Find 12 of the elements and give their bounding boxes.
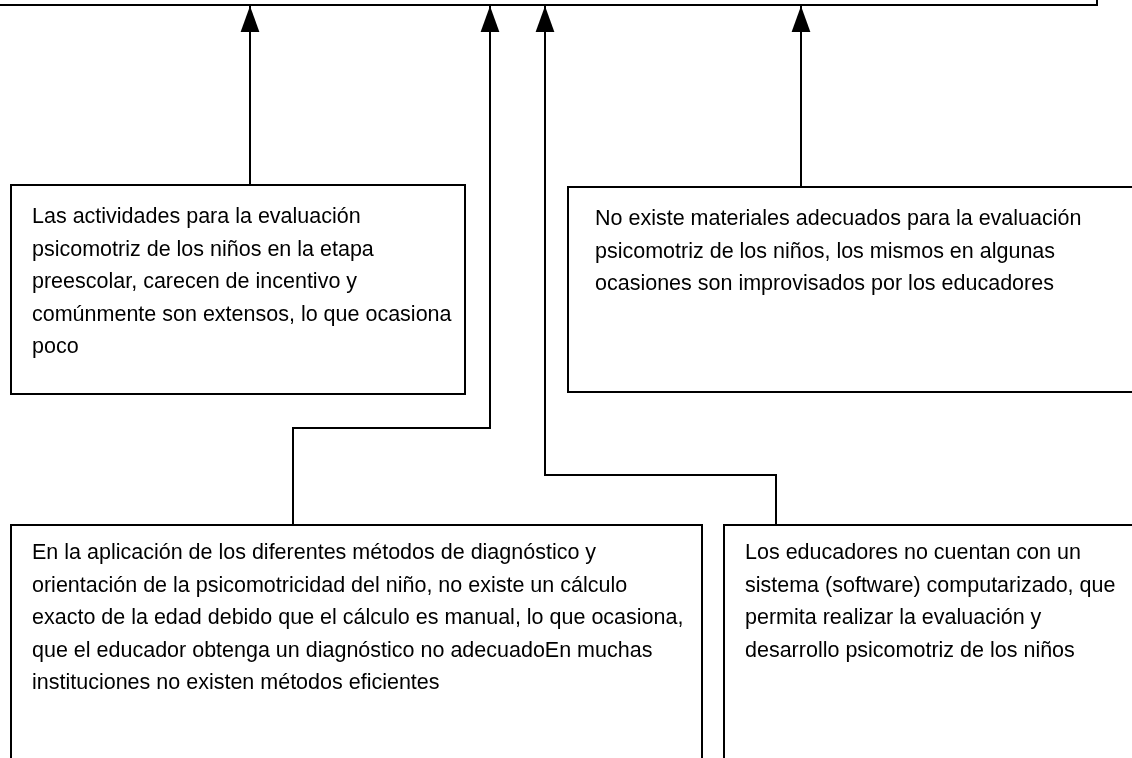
text-box [567, 186, 1132, 393]
box-text: No existe materiales adecuados para la evaluación psicomotriz de los niños, los mismos en algunas ocasiones son improvisados por los educadores [595, 205, 1083, 297]
arrow [535, 5, 777, 525]
arrow [292, 5, 500, 525]
text-box [723, 524, 1132, 758]
box-text: Las actividades para la evaluación psicomotriz de los niños en la etapa preescolar, carecen de incentivo y comúnmente son extensos, lo que ocasiona poco [32, 203, 453, 360]
text-box [10, 184, 466, 395]
arrow [791, 5, 811, 187]
box-text: Los educadores no cuentan con un sistema (software) computarizado, que permita realizar la evaluación y desarrollo psicomotriz de los niños [745, 539, 1117, 664]
text-box [10, 524, 703, 758]
arrow [240, 5, 260, 185]
box-text: En la aplicación de los diferentes métodos de diagnóstico y orientación de la psicomotricidad del niño, no existe un cálculo exacto de la edad debido que el cálculo es manual, lo que ocasiona, que el educador obtenga un diagnóstico no adecuadoEn muchas instituciones no existen métodos eficientes [32, 539, 685, 696]
